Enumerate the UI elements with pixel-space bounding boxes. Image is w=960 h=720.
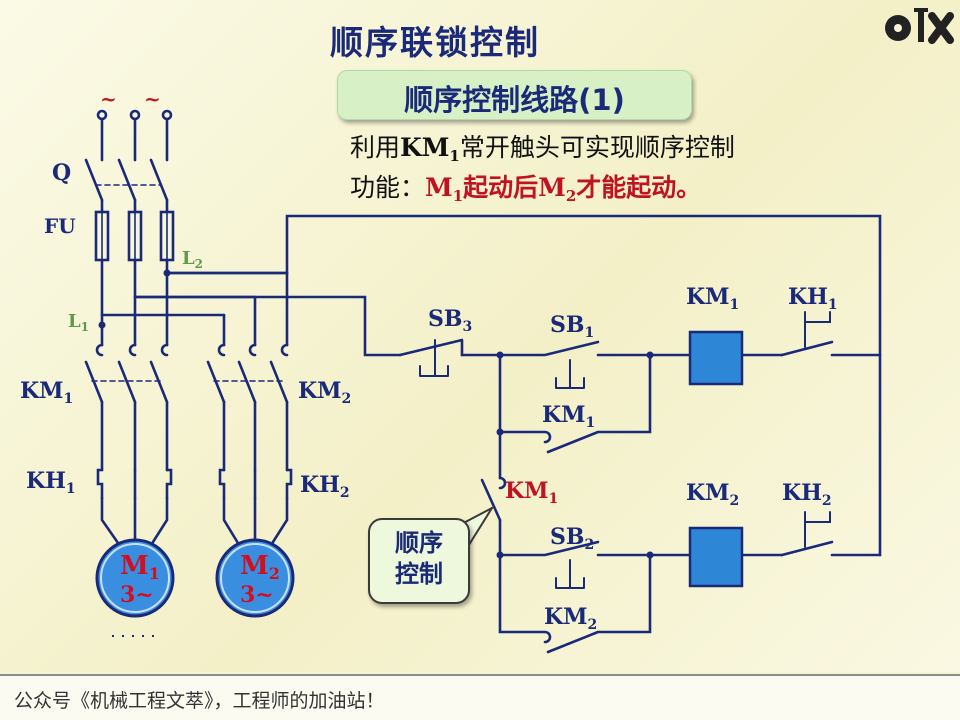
km2-coil xyxy=(688,526,744,588)
callout-box: 顺序 控制 xyxy=(368,518,470,604)
label-km2-coil: KM2 xyxy=(686,480,739,509)
label-km2-main: KM2 xyxy=(298,378,351,407)
description-line-2: 功能：M1起动后M2才能起动。 xyxy=(350,168,701,205)
motor-m1 xyxy=(95,538,175,618)
label-q: Q xyxy=(52,160,71,186)
tilde-label-1: ~ xyxy=(100,87,117,111)
footer-bar xyxy=(0,676,960,720)
label-fu: FU xyxy=(44,214,76,238)
footer-text: 公众号《机械工程文萃》，工程师的加油站！ xyxy=(14,690,385,712)
desc1-b-sub: 1 xyxy=(449,147,460,165)
motor-m2 xyxy=(215,538,295,618)
control-supply-wire xyxy=(133,295,402,357)
kh1-ctrl-contact xyxy=(780,340,882,357)
label-km1-interlock: KM1 xyxy=(505,478,558,507)
kh2-thermal-element xyxy=(218,468,293,500)
km1-interlock-contact xyxy=(480,478,502,522)
km1-main-contacts xyxy=(84,360,169,404)
label-km1-hold: KM1 xyxy=(542,402,595,431)
subtitle-box: 顺序控制线路(1) xyxy=(337,70,692,120)
sb1-button xyxy=(555,359,585,389)
desc1-a: 利用 xyxy=(350,133,401,162)
junction-dots xyxy=(98,269,654,559)
label-kh1-ctrl: KH1 xyxy=(788,284,838,313)
slide-subtitle: 顺序控制线路(1) xyxy=(404,83,625,117)
label-sb2: SB2 xyxy=(550,524,594,553)
wires xyxy=(84,109,882,654)
desc2-c: 起动后 xyxy=(463,173,539,202)
callout-line-2: 控制 xyxy=(395,560,443,588)
km2-hold-branch xyxy=(498,553,652,654)
sb3-button xyxy=(419,339,449,377)
sb2-button xyxy=(555,559,585,589)
desc1-b: KM xyxy=(400,133,450,162)
km2-main-contacts xyxy=(206,360,289,404)
label-km2-hold: KM2 xyxy=(544,604,597,633)
sb2-contact xyxy=(498,540,652,557)
kh1-thermal-element xyxy=(96,468,173,500)
logo-icon xyxy=(885,8,954,44)
km1-coil xyxy=(688,330,744,386)
label-l1: L1 xyxy=(68,311,89,334)
desc1-c: 常开触头可实现顺序控制 xyxy=(459,133,735,162)
sb3-contact xyxy=(398,338,464,357)
kh2-ctrl-actuator xyxy=(804,511,831,548)
motor-m2-label: M2 xyxy=(240,551,280,583)
control-top-rail xyxy=(165,214,882,557)
label-kh2-ctrl: KH2 xyxy=(782,480,832,509)
supply-wires xyxy=(100,117,169,162)
tilde-label-2: ~ xyxy=(144,87,161,111)
sb1-contact xyxy=(498,340,652,360)
motor-m1-label: M1 xyxy=(120,551,160,583)
bus-to-m2 xyxy=(100,271,289,317)
desc2-e: 才能起动。 xyxy=(576,173,702,202)
callout-text: 顺序 控制 xyxy=(370,528,468,590)
label-sb1: SB1 xyxy=(550,312,594,341)
kh2-ctrl-contact xyxy=(780,540,882,557)
label-km1-main: KM1 xyxy=(20,378,73,407)
label-km1-coil: KM1 xyxy=(686,284,739,313)
desc2-d-sub: 2 xyxy=(565,187,577,205)
desc2-a: 功能： xyxy=(350,173,426,202)
slide-title: 顺序联锁控制 xyxy=(330,23,540,62)
motor-m2-phase: 3~ xyxy=(240,582,274,608)
footer-divider xyxy=(0,674,960,676)
label-kh1-main: KH1 xyxy=(26,468,76,497)
label-l2: L2 xyxy=(182,248,203,271)
label-sb3: SB3 xyxy=(428,306,472,335)
circuit-diagram: ~ ~ Q FU L2 L1 KM1 KM2 KH1 KH2 M1 3~ M2 … xyxy=(20,87,882,654)
motor-m1-phase: 3~ xyxy=(120,582,154,608)
label-kh2-main: KH2 xyxy=(300,472,350,501)
desc2-b-sub: 1 xyxy=(452,187,464,205)
kh1-ctrl-actuator xyxy=(804,311,831,348)
desc2-b: M xyxy=(425,173,453,202)
description-line-1: 利用KM1常开触头可实现顺序控制 xyxy=(350,128,735,165)
callout-line-1: 顺序 xyxy=(395,529,443,557)
desc2-d: M xyxy=(538,173,566,202)
switch-q-blades xyxy=(84,158,169,202)
